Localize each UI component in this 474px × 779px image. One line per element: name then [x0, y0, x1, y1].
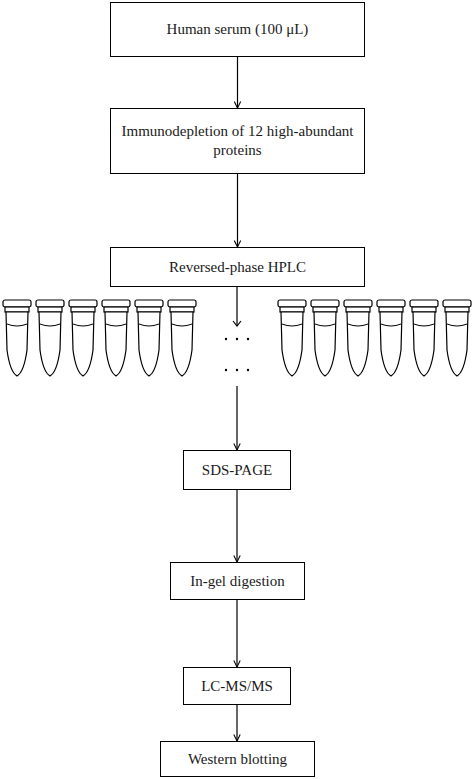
flow-arrow: [237, 57, 238, 108]
process-box: Immunodepletion of 12 high-abundant prot…: [110, 108, 365, 174]
sample-box: Human serum (100 μL): [110, 2, 365, 57]
step-label: Human serum (100 μL): [167, 20, 309, 39]
step-label: LC-MS/MS: [201, 677, 273, 696]
step-label: In-gel digestion: [190, 572, 285, 591]
process-box: In-gel digestion: [170, 562, 305, 600]
process-box: Reversed-phase HPLC: [110, 247, 365, 287]
flow-arrow: [236, 705, 237, 741]
flow-arrow: [237, 174, 238, 247]
tube-row: [3, 300, 471, 376]
step-label: SDS-PAGE: [202, 461, 272, 480]
step-label: Western blotting: [188, 750, 287, 769]
step-label: Immunodepletion of 12 high-abundant prot…: [117, 122, 358, 160]
process-box: LC-MS/MS: [183, 667, 291, 705]
flow-arrow: [236, 600, 237, 667]
flow-arrow: [236, 490, 237, 562]
arrow-head: [233, 321, 241, 326]
process-box: SDS-PAGE: [183, 450, 291, 490]
flow-arrow: [236, 287, 237, 450]
ellipsis-dots: [225, 338, 249, 371]
step-label: Reversed-phase HPLC: [169, 258, 306, 277]
process-box: Western blotting: [160, 741, 315, 777]
